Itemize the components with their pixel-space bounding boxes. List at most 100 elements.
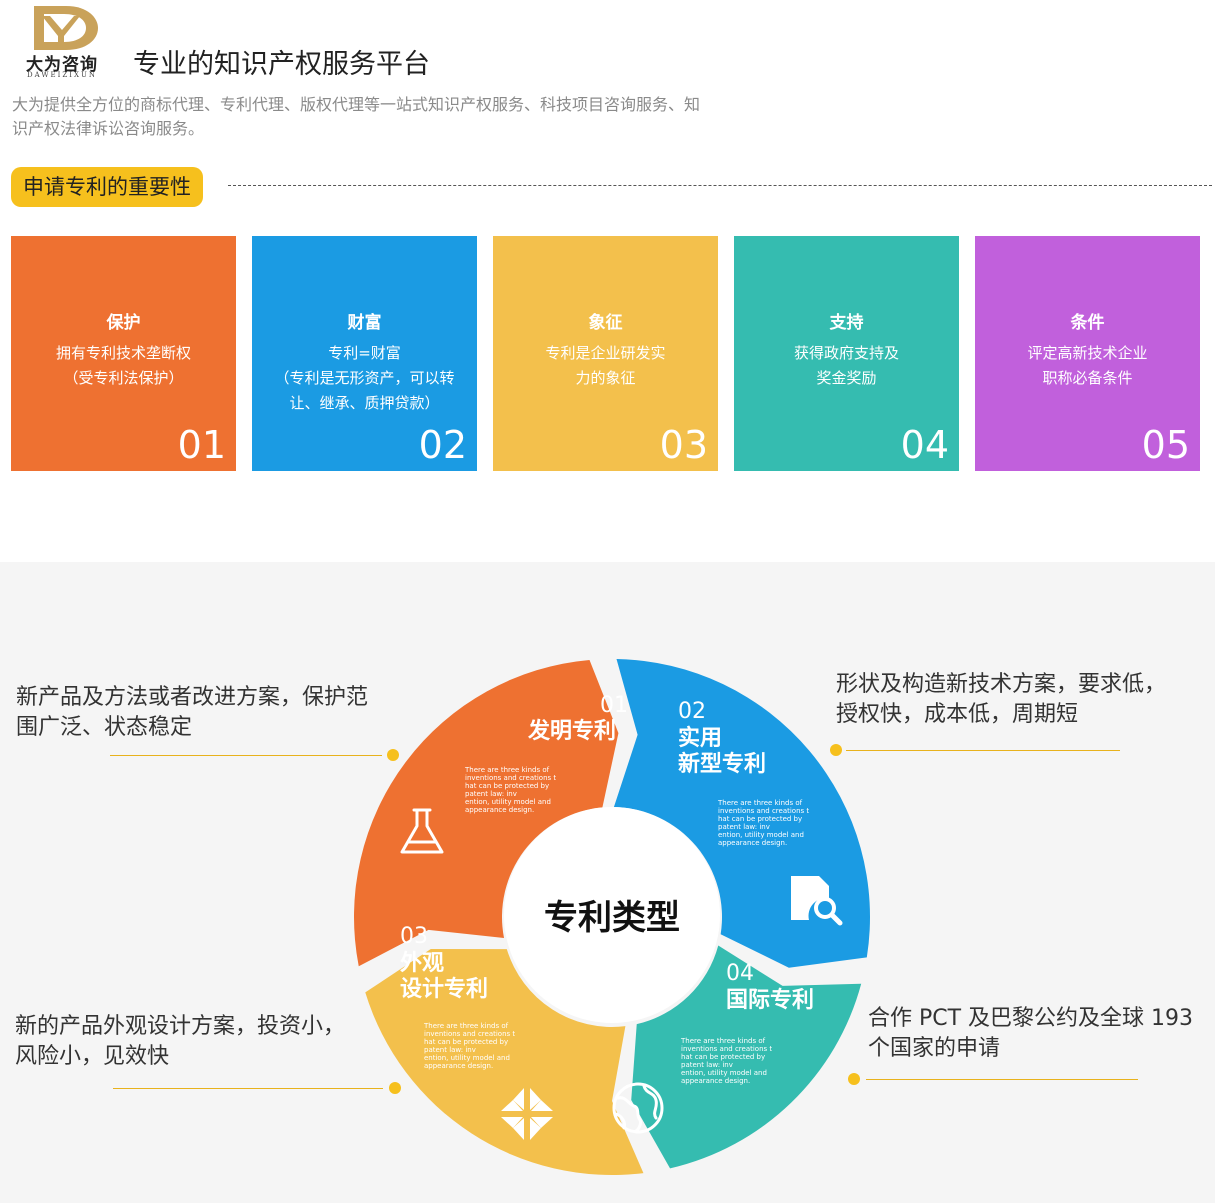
side-text-line: 围广泛、状态稳定	[16, 715, 193, 740]
card-description-line: 让、继承、质押贷款）	[289, 394, 440, 412]
card-number: 02	[418, 423, 467, 467]
side-text-line: 个国家的申请	[868, 1036, 1001, 1061]
card-number: 04	[900, 423, 949, 467]
card-description-line: 专利是企业研发实	[545, 344, 666, 362]
logo-text: 大为咨询	[26, 55, 98, 75]
segment-description-line: inventions and creations t	[718, 807, 809, 815]
segment-description-line: ention, utility model and	[424, 1054, 510, 1062]
segment-description-line: appearance design.	[681, 1077, 750, 1085]
segment-description-line: inventions and creations t	[681, 1045, 772, 1053]
segment-title: 外观	[400, 950, 444, 976]
segment-description-line: inventions and creations t	[465, 774, 556, 782]
leader-line	[866, 1079, 1138, 1080]
segment-description-line: ention, utility model and	[681, 1069, 767, 1077]
card-description: 专利=财富 （专利是无形资产，可以转让、继承、质押贷款）	[270, 341, 459, 416]
leader-line	[113, 1088, 383, 1089]
card-number: 03	[659, 423, 708, 467]
segment-description-line: There are three kinds of	[423, 1022, 509, 1030]
segment-description-line: hat can be protected by	[681, 1053, 765, 1061]
segment-title: 实用	[678, 725, 722, 751]
segment-number: 01	[600, 693, 628, 718]
globe-icon	[612, 1082, 664, 1134]
logo[interactable]: 大为咨询 DAWEIZIXUN	[14, 4, 110, 80]
card-description-line: 拥有专利技术垄断权	[55, 344, 191, 362]
importance-card[interactable]: 条件评定高新技术企业职称必备条件 05	[975, 236, 1200, 471]
segment-description-line: patent law: inv	[424, 1046, 476, 1054]
leader-dot	[830, 744, 842, 756]
card-number: 05	[1141, 423, 1190, 467]
importance-card[interactable]: 保护拥有专利技术垄断权 （受专利法保护） 01	[11, 236, 236, 471]
segment-description-line: ention, utility model and	[465, 798, 551, 806]
leader-line	[846, 750, 1120, 751]
logo-subtext: DAWEIZIXUN	[26, 71, 98, 79]
segment-description-line: appearance design.	[465, 806, 534, 814]
segment-description-line: ention, utility model and	[718, 831, 804, 839]
segment-title: 发明专利	[527, 718, 616, 744]
logo-mark-icon	[34, 6, 98, 50]
segment-description-line: There are three kinds of	[680, 1037, 766, 1045]
card-description-line: 职称必备条件	[1042, 369, 1133, 387]
compass-arrows-icon	[501, 1088, 553, 1140]
section-divider	[228, 185, 1212, 186]
card-description: 评定高新技术企业职称必备条件	[993, 341, 1182, 391]
card-description-line: 评定高新技术企业	[1027, 344, 1148, 362]
wheel-segment[interactable]	[365, 948, 644, 1175]
card-description: 拥有专利技术垄断权 （受专利法保护）	[29, 341, 218, 391]
side-text-line: 形状及构造新技术方案，要求低，	[836, 672, 1167, 697]
segment-description-line: patent law: inv	[465, 790, 517, 798]
importance-card[interactable]: 支持获得政府支持及奖金奖励 04	[734, 236, 959, 471]
card-description-line: 力的象征	[575, 369, 636, 387]
segment-description-line: There are three kinds of	[717, 799, 803, 807]
segment-title: 新型专利	[678, 751, 766, 777]
side-text-line: 风险小，见效快	[15, 1044, 170, 1069]
card-description-line: 专利=财富	[328, 344, 401, 362]
leader-dot	[389, 1082, 401, 1094]
card-description-line: 奖金奖励	[816, 369, 877, 387]
side-text-top-right: 形状及构造新技术方案，要求低， 授权快，成本低，周期短	[836, 670, 1166, 730]
card-description-line: 获得政府支持及	[793, 344, 899, 362]
document-search-icon	[791, 876, 843, 926]
wheel-center	[504, 807, 720, 1023]
leader-line	[110, 755, 382, 756]
side-text-line: 合作 PCT 及巴黎公约及全球 193	[868, 1006, 1194, 1031]
card-title: 条件	[1070, 313, 1105, 333]
importance-card[interactable]: 象征专利是企业研发实力的象征 03	[493, 236, 718, 471]
segment-description-line: hat can be protected by	[424, 1038, 508, 1046]
segment-description-line: hat can be protected by	[465, 782, 549, 790]
segment-title: 设计专利	[400, 976, 488, 1002]
slogan: 专业的知识产权服务平台	[133, 49, 430, 80]
section-title: 申请专利的重要性	[11, 167, 203, 207]
wheel-center-title: 专利类型	[544, 898, 680, 938]
leader-dot	[387, 749, 399, 761]
side-text-line: 新的产品外观设计方案，投资小，	[15, 1014, 346, 1039]
card-title: 支持	[829, 313, 864, 333]
segment-description-line: appearance design.	[718, 839, 787, 847]
segment-description-line: inventions and creations t	[424, 1030, 515, 1038]
segment-description-line: hat can be protected by	[718, 815, 802, 823]
side-text-line: 授权快，成本低，周期短	[836, 702, 1079, 727]
card-description: 获得政府支持及奖金奖励	[752, 341, 941, 391]
segment-description-line: patent law: inv	[681, 1061, 733, 1069]
segment-description-line: patent law: inv	[718, 823, 770, 831]
card-title: 象征	[588, 313, 623, 333]
importance-card[interactable]: 财富专利=财富 （专利是无形资产，可以转让、继承、质押贷款） 02	[252, 236, 477, 471]
wheel-segment[interactable]	[631, 945, 862, 1169]
segment-description-line: There are three kinds of	[464, 766, 550, 774]
card-description-line: （专利是无形资产，可以转	[274, 369, 455, 387]
segment-number: 02	[678, 699, 706, 724]
flask-icon	[400, 808, 444, 854]
card-description: 专利是企业研发实力的象征	[511, 341, 700, 391]
side-text-bottom-right: 合作 PCT 及巴黎公约及全球 193 个国家的申请	[868, 1004, 1193, 1064]
segment-title: 国际专利	[726, 987, 814, 1013]
segment-number: 04	[726, 961, 754, 986]
intro-text: 大为提供全方位的商标代理、专利代理、版权代理等一站式知识产权服务、科技项目咨询服…	[12, 95, 701, 138]
wheel-segment[interactable]	[353, 659, 619, 967]
segment-number: 03	[400, 924, 428, 949]
card-title: 保护	[106, 313, 141, 333]
card-title: 财富	[347, 313, 382, 333]
card-number: 01	[177, 423, 226, 467]
card-description-line: （受专利法保护）	[63, 369, 184, 387]
segment-description-line: appearance design.	[424, 1062, 493, 1070]
